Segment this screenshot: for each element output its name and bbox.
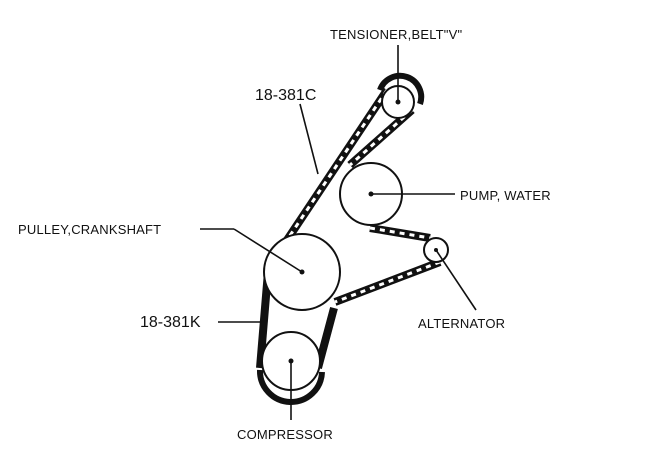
label-tensioner: TENSIONER,BELT"V" bbox=[330, 27, 463, 42]
leader-18-381c bbox=[299, 103, 319, 175]
label-crankshaft-pulley: PULLEY,CRANKSHAFT bbox=[18, 222, 162, 237]
label-water-pump: PUMP, WATER bbox=[460, 188, 551, 203]
leader-alternator bbox=[435, 249, 477, 311]
label-alternator: ALTERNATOR bbox=[418, 316, 506, 331]
label-belt-18-381c: 18-381C bbox=[255, 87, 317, 104]
leader-crankshaft-b bbox=[233, 228, 303, 273]
label-compressor: COMPRESSOR bbox=[237, 427, 333, 442]
label-belt-18-381k: 18-381K bbox=[140, 314, 201, 331]
belt-18-381c bbox=[279, 72, 442, 306]
